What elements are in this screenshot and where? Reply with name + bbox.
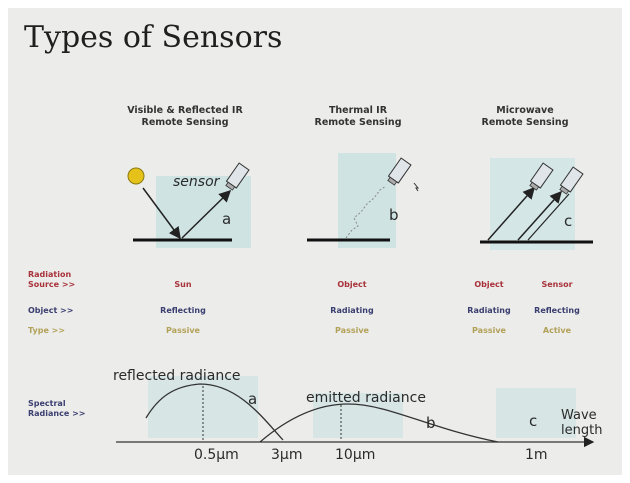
emitted-curve <box>259 403 499 443</box>
object-value: Reflecting <box>160 306 206 315</box>
row-label-radiation-source: Radiation Source >> <box>28 270 75 290</box>
type-value: Passive <box>335 326 369 335</box>
axis-label-line1: Wave <box>561 408 597 423</box>
column-heading-microwave: Microwave Remote Sensing <box>465 105 585 129</box>
emission-squiggle <box>345 185 387 239</box>
column-heading-line2: Remote Sensing <box>141 117 229 128</box>
source-value: Sensor <box>541 280 573 289</box>
emitted-arrow <box>487 186 535 241</box>
microwave-diagram: c <box>480 162 593 244</box>
column-heading-line1: Microwave <box>496 105 554 116</box>
visible-ir-diagram: sensor a <box>127 162 250 242</box>
row-label-line1: Radiation <box>28 270 72 279</box>
type-value: Active <box>542 326 572 335</box>
axis-label-line2: length <box>561 423 602 438</box>
row-label-line2: Radiance >> <box>28 409 86 418</box>
source-value: Sun <box>174 280 192 289</box>
tick-label: 3μm <box>271 447 302 463</box>
sun-icon <box>127 167 145 185</box>
source-value: Object <box>474 280 504 289</box>
column-heading-line1: Visible & Reflected IR <box>127 105 243 116</box>
sensor-diagrams: sensor a b <box>113 153 602 463</box>
type-value: Passive <box>472 326 506 335</box>
microwave-band <box>496 388 576 438</box>
tick-label: 0.5μm <box>194 447 239 463</box>
cursor-icon <box>413 182 420 192</box>
column-heading-thermal-ir: Thermal IR Remote Sensing <box>298 105 418 129</box>
thermal-band <box>313 393 403 438</box>
return-arrow <box>517 190 563 241</box>
spectral-plot: reflected radiance emitted radiance a b … <box>113 368 602 463</box>
curve-label-b: b <box>426 414 436 432</box>
reflected-arrow <box>181 189 232 239</box>
tick-label: 1m <box>525 447 548 463</box>
slide: Types of Sensors Visible & Reflected IR … <box>8 8 622 475</box>
column-heading-line2: Remote Sensing <box>314 117 402 128</box>
type-value: Passive <box>166 326 200 335</box>
column-heading-visible-ir: Visible & Reflected IR Remote Sensing <box>100 105 270 129</box>
diagram-label-a: a <box>222 210 231 228</box>
incident-arrow <box>142 187 181 240</box>
row-label-type: Type >> <box>28 326 66 335</box>
diagram-label-c: c <box>564 212 572 230</box>
curve-label-a: a <box>248 390 257 408</box>
column-heading-line2: Remote Sensing <box>481 117 569 128</box>
reflected-radiance-label: reflected radiance <box>113 368 241 384</box>
camera-icon <box>559 166 584 195</box>
camera-icon <box>225 162 250 191</box>
transmit-line <box>527 193 570 241</box>
camera-icon <box>387 157 412 186</box>
thermal-ir-diagram: b <box>307 157 420 242</box>
reflected-curve <box>145 383 284 441</box>
curve-label-c: c <box>529 412 537 430</box>
thermal-panel <box>338 153 396 248</box>
sensor-label: sensor <box>173 174 221 190</box>
row-label-spectral-radiance: Spectral Radiance >> <box>28 399 85 419</box>
row-label-object: Object >> <box>28 306 74 315</box>
diagram-label-b: b <box>389 206 399 224</box>
row-label-line1: Spectral <box>28 399 66 408</box>
page-title: Types of Sensors <box>24 20 283 55</box>
source-value: Object <box>337 280 367 289</box>
object-value: Reflecting <box>534 306 580 315</box>
object-value: Radiating <box>330 306 374 315</box>
emitted-radiance-label: emitted radiance <box>306 390 426 406</box>
object-value: Radiating <box>467 306 511 315</box>
microwave-panel <box>490 158 575 250</box>
row-label-line2: Source >> <box>28 280 76 289</box>
column-heading-line1: Thermal IR <box>328 105 388 116</box>
tick-label: 10μm <box>335 447 375 463</box>
camera-icon <box>529 162 554 191</box>
